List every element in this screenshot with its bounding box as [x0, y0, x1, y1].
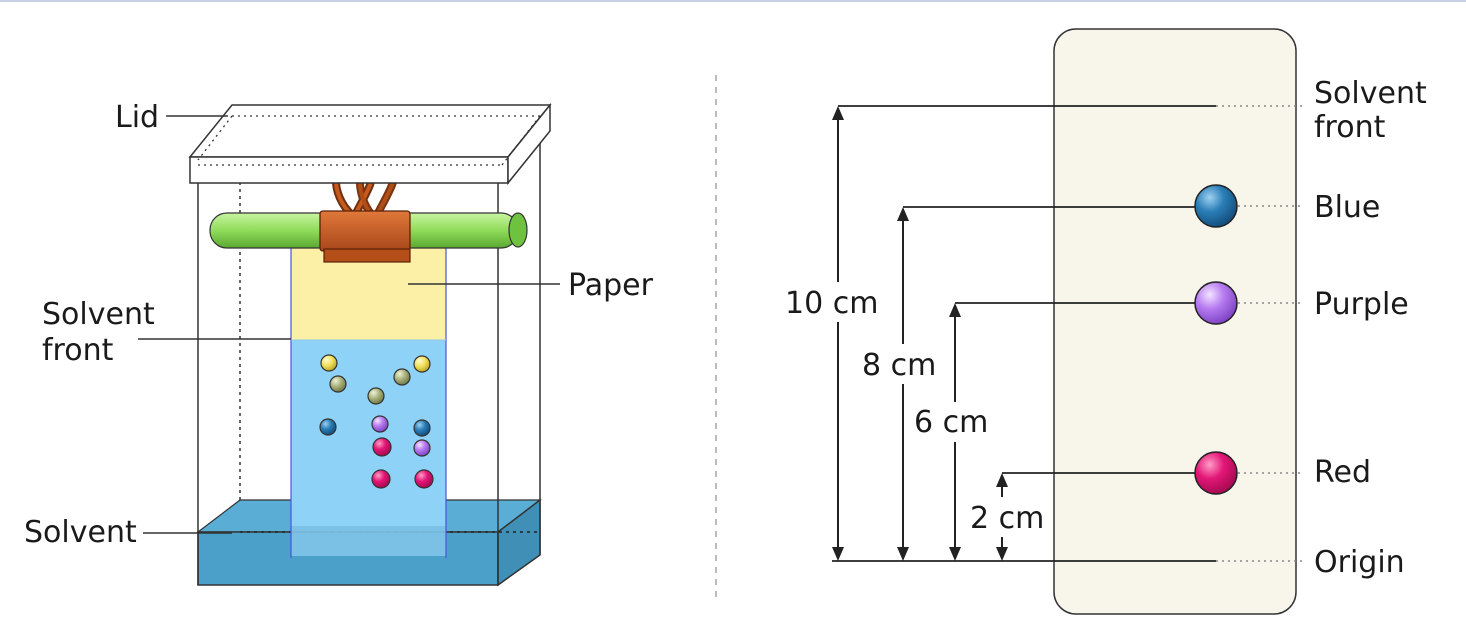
red-spot	[1194, 451, 1238, 495]
chromatography-tank-diagram: Lid Paper Solvent front Solvent	[24, 100, 654, 587]
label-bg	[858, 344, 948, 384]
solvent-label: Solvent	[24, 515, 137, 550]
left-leader-lines	[138, 115, 560, 534]
paper-spots	[319, 354, 434, 489]
solvent-front-label-line2: front	[42, 333, 114, 368]
spot-red	[371, 469, 391, 489]
lid-label: Lid	[115, 100, 159, 135]
distance-red: 2 cm	[970, 501, 1044, 536]
spot-blue	[319, 418, 337, 436]
paper-submerged-section	[291, 526, 446, 556]
chromatogram-diagram: 10 cm 8 cm 6 cm 2 cm Solvent front Blue …	[782, 28, 1427, 615]
spot-red	[372, 437, 392, 457]
solvent-front-label-line2: front	[1314, 110, 1386, 145]
label-bg	[782, 282, 874, 322]
spot-yellow	[413, 355, 431, 373]
tank-lid	[188, 102, 552, 186]
spot-blue	[413, 419, 431, 437]
reference-lines	[832, 105, 1216, 562]
spot-olive	[367, 387, 385, 405]
origin-label: Origin	[1314, 545, 1405, 580]
label-guides	[1216, 105, 1304, 562]
blue-spot	[1194, 184, 1238, 228]
distance-blue: 8 cm	[862, 348, 936, 383]
purple-spot	[1194, 281, 1238, 325]
spot-purple	[413, 439, 431, 457]
label-bg	[966, 497, 1044, 537]
measure-arrows	[832, 106, 1008, 561]
distance-solvent-front: 10 cm	[785, 286, 878, 321]
purple-label: Purple	[1314, 287, 1409, 322]
distance-purple: 6 cm	[914, 405, 988, 440]
spot-olive	[329, 375, 347, 393]
chromatogram-strip	[1053, 28, 1297, 615]
label-bg	[910, 402, 1002, 442]
spot-yellow	[320, 354, 338, 372]
solvent-front-label-line1: Solvent	[1314, 76, 1427, 111]
spot-purple	[371, 415, 389, 433]
solvent-front-label-line1: Solvent	[42, 297, 155, 332]
paper-label: Paper	[568, 268, 654, 303]
spot-olive	[393, 368, 411, 386]
red-label: Red	[1314, 455, 1371, 490]
blue-label: Blue	[1314, 190, 1380, 225]
spot-red	[414, 469, 434, 489]
